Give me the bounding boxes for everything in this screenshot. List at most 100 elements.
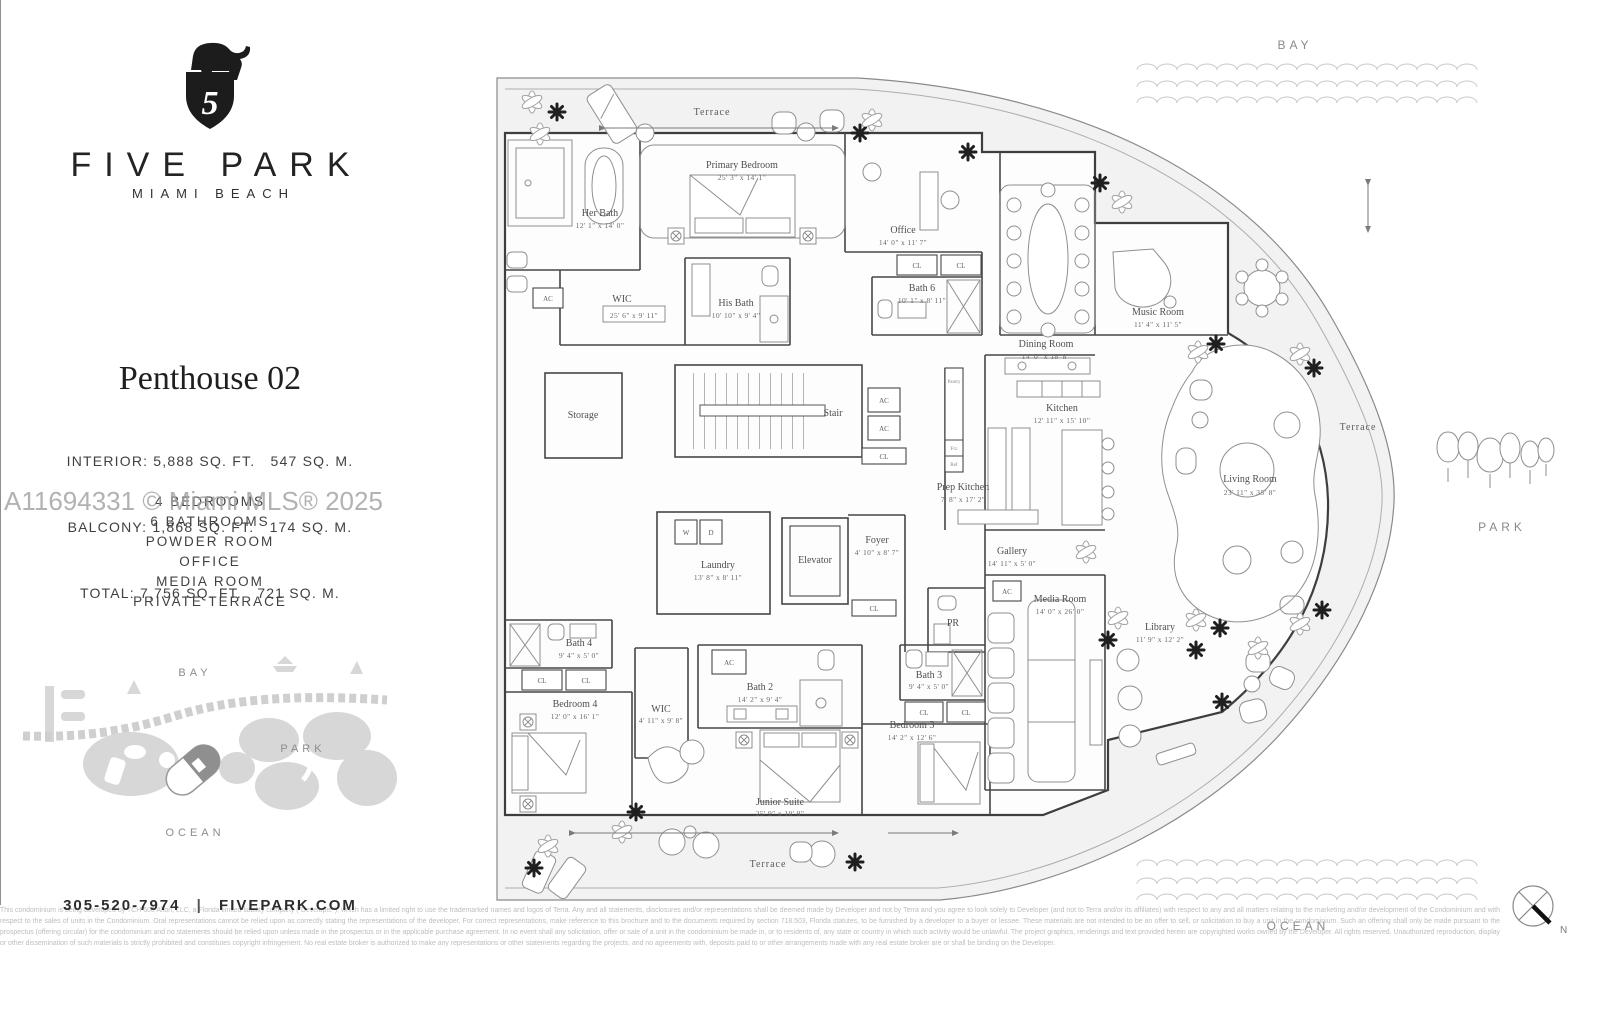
sink-icon [506,251,528,269]
ac-label: AC [1002,588,1012,596]
bed-icon [759,729,841,803]
cl-label: CL [870,605,879,613]
plant-icon [1312,600,1332,620]
bath3-fixtures [905,649,983,697]
bay-waves [1136,63,1478,71]
room-label: Office [890,225,916,236]
room-label: Her Bath [582,208,618,219]
utility-boxes: AC CL CL AC AC CL W D CL AC AC CL CL CL … [521,254,1022,723]
terrace-inner-edge [505,88,1383,889]
causeway [22,693,388,741]
room-label: Elevator [798,555,833,566]
room-label: Foyer [865,535,889,546]
compass-icon: N [1512,885,1567,936]
ac-label: AC [724,659,734,667]
plant-icon [1210,618,1230,638]
bed-icon [689,174,796,238]
room-dims: 13' 8" x 8' 11" [694,573,742,582]
dimension-arrows [569,125,1371,836]
room-dims: 25' 9" x 10' 9" [756,809,805,818]
room-label: Bath 4 [566,638,592,649]
bath6-fixtures [877,279,981,334]
info-panel: 5 FIVE PARK MIAMI BEACH Penthouse 02 INT… [0,0,420,1032]
bed-icon [917,741,981,805]
ac-label: AC [543,295,553,303]
room-label: Bath 6 [909,283,935,294]
pier [45,686,54,742]
room-label: Bath 2 [747,682,773,693]
ac-label: AC [879,425,889,433]
room-dims: 11' 4" x 11' 5" [1134,320,1182,329]
interior-walls [505,133,1228,815]
shield-icon: 5 [186,72,234,129]
room-dims: 14' 0" x 26' 0" [1036,607,1085,616]
feature-item: POWDER ROOM [145,534,275,549]
nightstand-icon [799,227,817,245]
cl-label: CL [880,453,889,461]
website-link: FIVEPARK.COM [219,897,357,914]
room-label: Junior Suite [756,797,805,808]
nightstand-icon [519,795,537,813]
nightstand-icon [667,227,685,245]
room-label: Terrace [694,107,731,118]
plant-icon [524,858,544,878]
site-map-ocean-label: OCEAN [165,827,224,839]
piano-icon [1112,248,1177,309]
bed-icon [511,732,587,794]
cl-label: CL [582,677,591,685]
room-dims: 12' 1" x 14' 0" [576,221,625,230]
room-dims: 14' 11" x 5' 0" [988,559,1036,568]
contact-separator: | [196,897,203,914]
nightstand-icon [735,731,753,749]
boat-icon [61,712,85,721]
site-map-bay-label: BAY [178,667,211,679]
site-map: BAY PARK OCEAN [22,656,397,839]
unit-stats: INTERIOR: 5,888 SQ. FT. 547 SQ. M. BALCO… [0,406,420,648]
elevator-cab [789,525,841,597]
pantry-label: Pantry [947,380,961,385]
living-room-seating [1161,344,1321,623]
feature-item: PRIVATE TERRACE [133,594,287,609]
feature-item: 6 BATHROOMS [150,514,270,529]
bay-waves [1136,80,1478,88]
terrace-table-icon [1235,258,1289,318]
media-room-seating [987,599,1103,784]
nightstand-icon [841,731,859,749]
park-label: PARK [1478,520,1526,534]
context: BAY OCEAN PARK N [1136,38,1567,936]
room-dims: 14' 2" x 12' 6" [888,733,937,742]
park-trees [1436,431,1555,488]
unit-title: Penthouse 02 [118,360,302,397]
phone-number: 305-520-7974 [63,897,181,914]
room-label: Kitchen [1046,403,1078,414]
room-label: Stair [824,408,844,419]
room-dims: 10' 10" x 9' 4" [712,311,761,320]
ocean-label: OCEAN [1267,919,1330,933]
room-dims: 25' 3" x 14' 1" [718,173,767,182]
room-dims: 4' 11" x 9' 8" [639,716,683,725]
room-label: PR [947,618,960,629]
room-dims: 4' 10" x 8' 7" [855,548,899,557]
elephant-icon [191,42,251,80]
stair-icon [690,373,826,449]
ocean-waves [1136,893,1478,901]
stat-interior: INTERIOR: 5,888 SQ. FT. 547 SQ. M. [66,453,354,469]
plant-icon [850,123,870,143]
compass-north-label: N [1560,925,1567,936]
room-label: Bath 3 [916,670,942,681]
room-label: Dining Room [1019,339,1074,350]
legal-disclaimer: This condominium is being developed by T… [0,907,1500,948]
laundry-walls [656,511,771,615]
ocean-waves [1136,859,1478,867]
shield-number: 5 [202,85,219,122]
unit-features: 4 BEDROOMS 6 BATHROOMS POWDER ROOM OFFIC… [0,492,420,612]
cl-label: CL [962,709,971,717]
room-dims: 9' 4" x 5' 0" [559,651,599,660]
room-label: His Bath [718,298,753,309]
dining-table-icon [999,182,1096,338]
room-label: Terrace [1340,422,1377,433]
brand-name: FIVE PARK [70,146,363,184]
sink-icon [506,275,528,293]
prep-kitchen-counters [957,427,1039,525]
bathtub-icon [584,147,624,225]
